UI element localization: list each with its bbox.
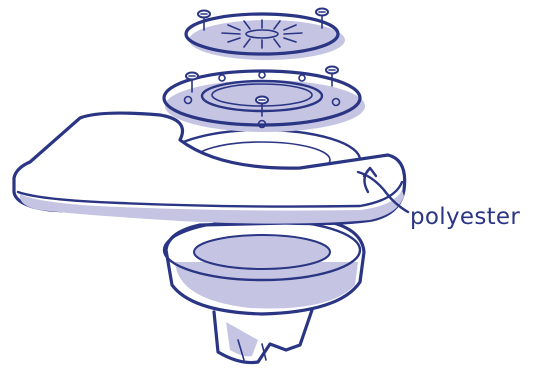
bolt-hole [219,75,225,81]
drain-body [164,220,364,363]
top-grate [186,9,345,61]
drain-inner-cup [194,235,330,269]
clamping-ring [164,67,365,133]
bolt-hole [259,72,265,78]
polyester-membrane [14,113,405,224]
bolt-hole [299,75,305,81]
callout-label: polyester [410,204,520,230]
screw [326,67,338,87]
